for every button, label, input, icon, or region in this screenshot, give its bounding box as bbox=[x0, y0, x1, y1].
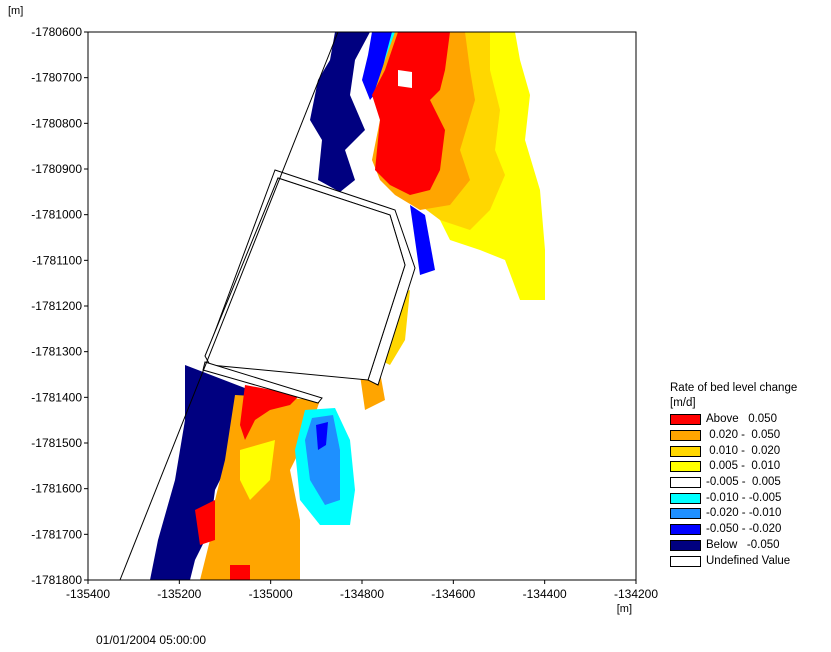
legend-label: Above 0.050 bbox=[706, 413, 777, 426]
legend-label: 0.005 - 0.010 bbox=[706, 460, 781, 473]
x-tick-label: -135000 bbox=[249, 587, 293, 601]
contour-red-upper bbox=[372, 32, 450, 195]
contour-deep-blue-lower bbox=[316, 422, 328, 450]
legend-swatch bbox=[670, 508, 701, 520]
x-tick-label: -134800 bbox=[340, 587, 384, 601]
legend-item: -0.005 - 0.005 bbox=[670, 475, 797, 491]
legend-item: Below -0.050 bbox=[670, 538, 797, 554]
y-tick-label: -1781800 bbox=[31, 573, 82, 587]
x-tick-label: -134400 bbox=[523, 587, 567, 601]
contour-red-lower-2 bbox=[195, 500, 215, 545]
legend-label: Undefined Value bbox=[706, 554, 791, 567]
x-unit-label: [m] bbox=[617, 603, 632, 615]
legend-item: 0.005 - 0.010 bbox=[670, 459, 797, 475]
legend-item: Above 0.050 bbox=[670, 412, 797, 428]
contour-red-lower bbox=[240, 385, 300, 440]
south-breakwater bbox=[202, 361, 323, 404]
legend-title: Rate of bed level change bbox=[670, 382, 798, 394]
y-tick-label: -1780900 bbox=[31, 162, 82, 176]
legend-swatch bbox=[670, 414, 701, 426]
bed-change-contours bbox=[150, 32, 545, 580]
legend-label: Below -0.050 bbox=[706, 538, 780, 551]
legend-swatch bbox=[670, 445, 701, 457]
y-tick-label: -1780800 bbox=[31, 116, 82, 130]
legend-unit: [m/d] bbox=[670, 397, 696, 409]
contour-white-patch-upper bbox=[398, 70, 412, 88]
y-tick-label: -1781400 bbox=[31, 390, 82, 404]
x-tick-label: -134200 bbox=[614, 587, 658, 601]
harbour-inner bbox=[204, 177, 406, 381]
legend-label: -0.005 - 0.005 bbox=[706, 476, 781, 489]
y-tick-label: -1780600 bbox=[31, 25, 82, 39]
y-tick-label: -1781100 bbox=[32, 253, 82, 267]
x-axis: -135400 -135200 -135000 -134800 -134600 -1344… bbox=[66, 580, 658, 615]
legend-items: Above 0.050 0.020 - 0.050 0.010 - 0.020 … bbox=[670, 412, 797, 569]
legend-swatch bbox=[670, 524, 701, 536]
legend-swatch bbox=[670, 555, 701, 567]
legend: Rate of bed level change [m/d] Above 0.0… bbox=[670, 381, 797, 569]
legend-item: 0.010 - 0.020 bbox=[670, 443, 797, 459]
contour-red-lower-3 bbox=[230, 565, 250, 580]
y-tick-label: -1781200 bbox=[31, 299, 82, 313]
contour-yellow-lower bbox=[240, 440, 275, 500]
y-tick-label: -1781600 bbox=[31, 482, 82, 496]
legend-item: -0.010 - -0.005 bbox=[670, 490, 797, 506]
contour-dark-navy-lower bbox=[150, 365, 250, 580]
y-tick-label: -1781500 bbox=[31, 436, 82, 450]
x-tick-label: -134600 bbox=[431, 587, 475, 601]
legend-swatch bbox=[670, 539, 701, 551]
contour-blue-lower bbox=[305, 415, 340, 505]
x-tick-label: -135200 bbox=[157, 587, 201, 601]
y-tick-label: -1781000 bbox=[31, 208, 82, 222]
timestamp: 01/01/2004 05:00:00 bbox=[96, 633, 207, 647]
legend-swatch bbox=[670, 461, 701, 473]
contour-dark-navy-upper bbox=[310, 32, 370, 192]
legend-item: -0.020 - -0.010 bbox=[670, 506, 797, 522]
y-unit-label: [m] bbox=[8, 5, 23, 17]
y-axis: -1780600 -1780700 -1780800 -1780900 -1781000… bbox=[8, 5, 88, 587]
y-tick-label: -1781700 bbox=[31, 527, 82, 541]
legend-label: -0.020 - -0.010 bbox=[706, 507, 782, 520]
legend-label: 0.020 - 0.050 bbox=[706, 429, 781, 442]
legend-item: 0.020 - 0.050 bbox=[670, 428, 797, 444]
legend-label: -0.010 - -0.005 bbox=[706, 491, 782, 504]
coastline bbox=[119, 31, 339, 581]
legend-swatch bbox=[670, 492, 701, 504]
legend-item: Undefined Value bbox=[670, 553, 797, 569]
y-tick-label: -1781300 bbox=[31, 345, 82, 359]
x-tick-label: -135400 bbox=[66, 587, 110, 601]
contour-blue-upper bbox=[362, 32, 392, 100]
contour-blue-east bbox=[410, 205, 435, 275]
legend-swatch bbox=[670, 430, 701, 442]
legend-swatch bbox=[670, 477, 701, 489]
legend-label: -0.050 - -0.020 bbox=[706, 523, 782, 536]
legend-item: -0.050 - -0.020 bbox=[670, 522, 797, 538]
harbour-structure bbox=[119, 31, 416, 581]
y-tick-label: -1780700 bbox=[31, 71, 82, 85]
legend-label: 0.010 - 0.020 bbox=[706, 444, 781, 457]
